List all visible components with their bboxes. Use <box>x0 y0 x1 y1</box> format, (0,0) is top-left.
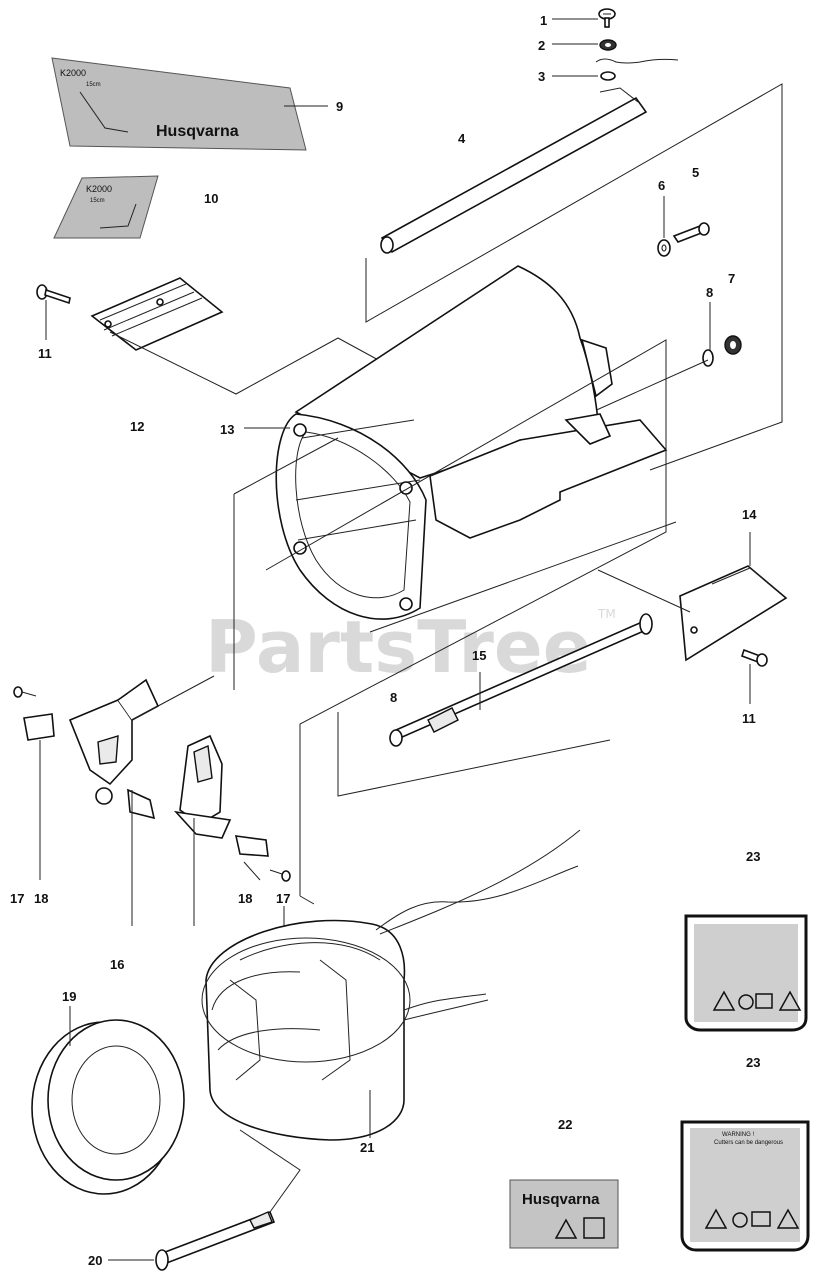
washer-8b[interactable] <box>389 729 403 747</box>
callout-8b: 8 <box>390 690 397 705</box>
callout-14: 14 <box>742 507 757 522</box>
callout-labels: 1 2 3 4 5 6 7 8 9 10 11 12 13 14 15 8 11… <box>10 13 760 1268</box>
washer-3[interactable] <box>600 71 616 81</box>
callout-17a: 17 <box>10 891 24 906</box>
callout-5: 5 <box>692 165 699 180</box>
callout-18b: 18 <box>238 891 252 906</box>
callout-6: 6 <box>658 178 665 193</box>
callout-11: 11 <box>38 346 52 361</box>
callout-15: 15 <box>472 648 486 663</box>
screw-17b[interactable] <box>269 869 291 882</box>
baffle-19[interactable] <box>31 1019 185 1195</box>
screw-5[interactable] <box>672 222 710 243</box>
motor-housing-13[interactable] <box>275 265 668 620</box>
callout-16: 16 <box>110 957 124 972</box>
callout-12: 12 <box>130 419 144 434</box>
callout-10: 10 <box>204 191 218 206</box>
stator-21[interactable] <box>201 829 581 1141</box>
callout-20: 20 <box>88 1253 102 1268</box>
decal-9[interactable]: K2000 15cm Husqvarna <box>51 57 307 151</box>
callout-1: 1 <box>540 13 547 28</box>
decal-23a[interactable] <box>684 914 808 1032</box>
screw-11b[interactable] <box>740 648 768 667</box>
watermark-tm: TM <box>597 607 616 621</box>
handle-tube-4[interactable] <box>380 87 648 254</box>
callout-19: 19 <box>62 989 76 1004</box>
callout-9: 9 <box>336 99 343 114</box>
washer-8[interactable] <box>702 349 714 367</box>
callout-23a: 23 <box>746 849 760 864</box>
decal-23b[interactable]: WARNING ! Cutters can be dangerous <box>680 1120 810 1252</box>
screw-17a[interactable] <box>13 686 37 698</box>
washer-2[interactable] <box>599 39 617 51</box>
decal-9-brand: Husqvarna <box>156 123 239 140</box>
decal-22[interactable]: Husqvarna <box>509 1179 619 1249</box>
decal-10-sub: 15cm <box>90 198 105 204</box>
screw-1[interactable] <box>598 8 616 28</box>
decal-23b-title: WARNING ! <box>722 1132 754 1138</box>
cover-plate-12[interactable] <box>90 277 224 351</box>
callout-7: 7 <box>728 271 735 286</box>
callout-8: 8 <box>706 285 713 300</box>
callout-13: 13 <box>220 422 234 437</box>
callout-17b: 17 <box>276 891 290 906</box>
callout-2: 2 <box>538 38 545 53</box>
callout-11b: 11 <box>742 711 756 726</box>
callout-21: 21 <box>360 1140 374 1155</box>
decal-22-brand: Husqvarna <box>522 1191 600 1208</box>
callout-18a: 18 <box>34 891 48 906</box>
screw-20[interactable] <box>155 1210 276 1271</box>
callout-22: 22 <box>558 1117 572 1132</box>
decal-23b-sub: Cutters can be dangerous <box>714 1140 783 1146</box>
cover-plate-14[interactable] <box>679 565 788 662</box>
callout-3: 3 <box>538 69 545 84</box>
brush-holder-16a[interactable] <box>23 678 160 820</box>
screw-11[interactable] <box>36 284 71 305</box>
brush-holder-16b[interactable] <box>173 734 269 857</box>
callout-23b: 23 <box>746 1055 760 1070</box>
nut-7[interactable] <box>724 335 742 355</box>
decal-10[interactable]: K2000 15cm <box>53 175 159 239</box>
decal-9-sub: 15cm <box>86 82 101 88</box>
decal-10-model: K2000 <box>86 184 112 194</box>
decal-9-model: K2000 <box>60 68 86 78</box>
callout-4: 4 <box>458 131 466 146</box>
washer-6[interactable] <box>657 239 671 257</box>
